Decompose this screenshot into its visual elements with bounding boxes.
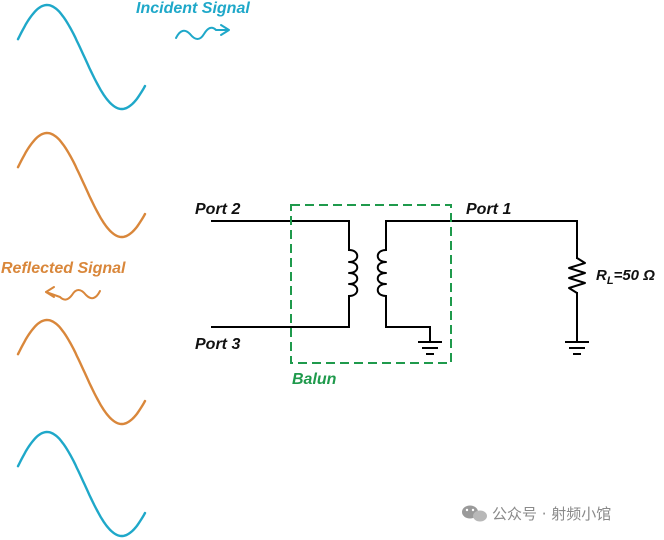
- rl-main: R: [596, 267, 607, 284]
- primary-coil: [348, 249, 359, 297]
- port1-wire: [385, 220, 578, 259]
- incident-wave-top: [16, 3, 147, 111]
- incident-signal-label: Incident Signal: [136, 0, 250, 17]
- port3-label: Port 3: [195, 336, 240, 353]
- reflected-arrow-icon: [45, 286, 101, 301]
- load-resistor: [568, 257, 586, 294]
- balun-box: [290, 204, 452, 364]
- watermark-text: 公众号 · 射频小馆: [492, 505, 611, 523]
- wechat-icon: [462, 505, 487, 522]
- reflected-wave-lower: [16, 318, 147, 426]
- rl-value: =50 Ω: [614, 267, 656, 284]
- port2-wire: [211, 220, 350, 251]
- ground-icon: [418, 341, 442, 355]
- secondary-coil: [376, 249, 387, 297]
- port1-label: Port 1: [466, 201, 511, 218]
- load-ground-icon: [565, 341, 589, 355]
- rl-subscript: L: [607, 275, 614, 287]
- load-resistance-label: RL=50 Ω: [596, 267, 655, 287]
- port3-wire: [211, 295, 350, 328]
- secondary-ground-wire: [385, 295, 431, 343]
- port2-label: Port 2: [195, 201, 240, 218]
- reflected-signal-label: Reflected Signal: [1, 260, 126, 277]
- incident-arrow-icon: [175, 24, 230, 40]
- incident-wave-bottom: [16, 430, 147, 538]
- reflected-wave-upper: [16, 131, 147, 239]
- balun-label: Balun: [292, 371, 337, 388]
